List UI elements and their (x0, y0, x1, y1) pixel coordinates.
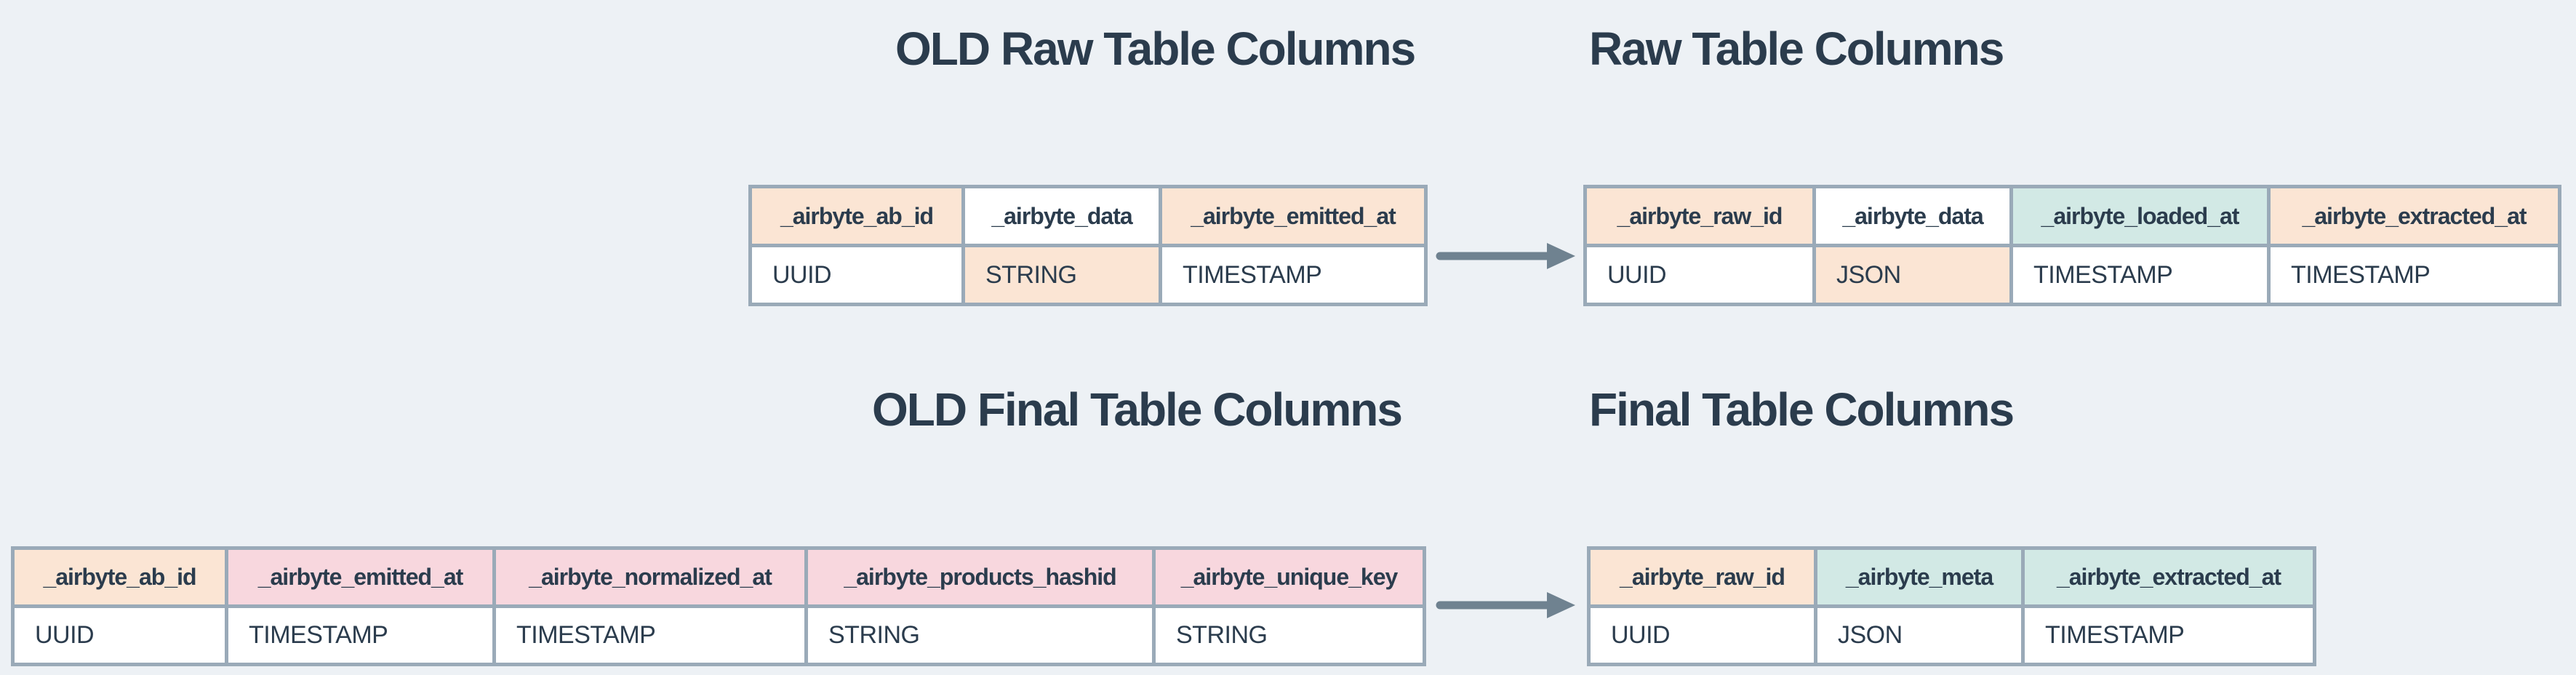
column-type-cell: TIMESTAMP (2025, 608, 2313, 663)
final-table-title: Final Table Columns (1589, 383, 2015, 436)
column-type-cell: STRING (808, 608, 1152, 663)
column-type-cell: JSON (1816, 247, 2009, 303)
column-header-cell: _airbyte_data (965, 188, 1159, 244)
column-header-cell: _airbyte_ab_id (15, 550, 225, 604)
column-type-cell: TIMESTAMP (2013, 247, 2267, 303)
column-type-cell: UUID (1587, 247, 1812, 303)
column-header-cell: _airbyte_extracted_at (2025, 550, 2313, 604)
column-header-cell: _airbyte_emitted_at (228, 550, 492, 604)
column-type-cell: UUID (15, 608, 225, 663)
column-type-cell: TIMESTAMP (1162, 247, 1424, 303)
column-header-cell: _airbyte_loaded_at (2013, 188, 2267, 244)
raw-table-title: Raw Table Columns (1589, 23, 2004, 75)
column-type-cell: TIMESTAMP (2271, 247, 2558, 303)
final-table: _airbyte_raw_id _airbyte_meta _airbyte_e… (1587, 546, 2316, 666)
column-header-cell: _airbyte_products_hashid (808, 550, 1152, 604)
column-header-cell: _airbyte_raw_id (1587, 188, 1812, 244)
column-type-cell: TIMESTAMP (496, 608, 804, 663)
right-arrow-icon (1436, 243, 1575, 269)
old-raw-table-title: OLD Raw Table Columns (895, 23, 1416, 75)
old-final-table: _airbyte_ab_id _airbyte_emitted_at _airb… (11, 546, 1426, 666)
old-raw-table: _airbyte_ab_id _airbyte_data _airbyte_em… (748, 185, 1428, 306)
column-header-cell: _airbyte_data (1816, 188, 2009, 244)
column-header-cell: _airbyte_emitted_at (1162, 188, 1424, 244)
old-final-table-title: OLD Final Table Columns (872, 383, 1403, 436)
column-header-cell: _airbyte_extracted_at (2271, 188, 2558, 244)
column-type-cell: JSON (1817, 608, 2021, 663)
column-type-cell: STRING (965, 247, 1159, 303)
column-type-cell: TIMESTAMP (228, 608, 492, 663)
column-type-cell: UUID (752, 247, 961, 303)
column-type-cell: UUID (1591, 608, 1814, 663)
column-type-cell: STRING (1156, 608, 1423, 663)
right-arrow-icon (1436, 592, 1575, 618)
column-header-cell: _airbyte_ab_id (752, 188, 961, 244)
column-header-cell: _airbyte_unique_key (1156, 550, 1423, 604)
column-header-cell: _airbyte_raw_id (1591, 550, 1814, 604)
column-header-cell: _airbyte_meta (1817, 550, 2021, 604)
column-header-cell: _airbyte_normalized_at (496, 550, 804, 604)
raw-table: _airbyte_raw_id _airbyte_data _airbyte_l… (1583, 185, 2561, 306)
